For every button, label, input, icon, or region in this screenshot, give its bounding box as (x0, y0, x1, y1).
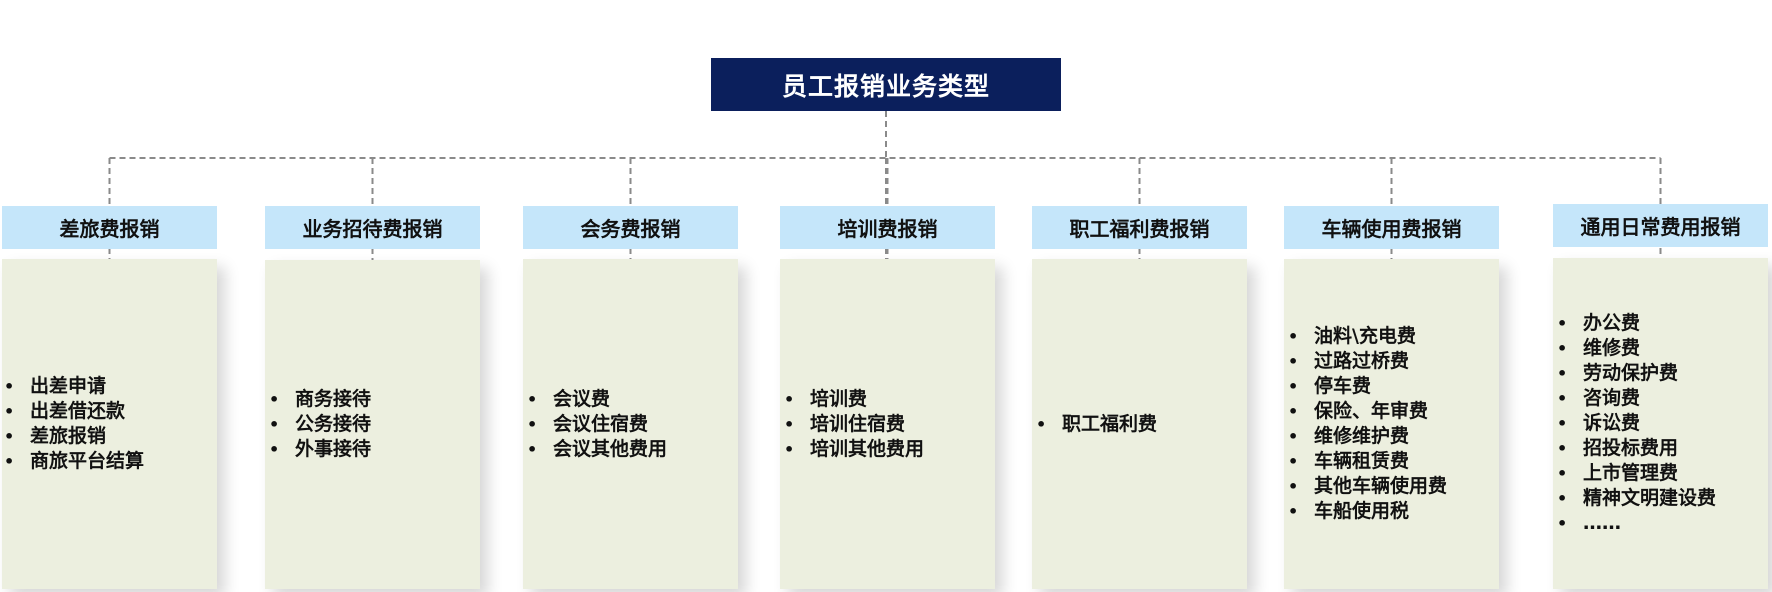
list-item: 职工福利费 (1036, 412, 1247, 437)
list-item: 维修维护费 (1288, 424, 1499, 449)
list-item: 油料\充电费 (1288, 324, 1499, 349)
list-item: 差旅报销 (4, 424, 217, 449)
category-item-list: 职工福利费 (1032, 412, 1247, 437)
category-body-7: 办公费维修费劳动保护费咨询费诉讼费招投标费用上市管理费精神文明建设费…… (1553, 258, 1768, 589)
list-item: 会议其他费用 (527, 437, 738, 462)
list-item: 停车费 (1288, 374, 1499, 399)
list-item: 上市管理费 (1557, 461, 1768, 486)
list-item: 培训费 (784, 387, 995, 412)
category-body-1: 出差申请出差借还款差旅报销商旅平台结算 (2, 259, 217, 589)
list-item: 保险、年审费 (1288, 399, 1499, 424)
list-item: 商旅平台结算 (4, 449, 217, 474)
list-item: 劳动保护费 (1557, 361, 1768, 386)
category-body-3: 会议费会议住宿费会议其他费用 (523, 259, 738, 589)
list-item: 其他车辆使用费 (1288, 474, 1499, 499)
list-item: 出差申请 (4, 374, 217, 399)
list-item: 商务接待 (269, 387, 480, 412)
list-item: 诉讼费 (1557, 411, 1768, 436)
list-item: 培训住宿费 (784, 412, 995, 437)
list-item: 招投标费用 (1557, 436, 1768, 461)
list-item: 培训其他费用 (784, 437, 995, 462)
category-body-4: 培训费培训住宿费培训其他费用 (780, 259, 995, 589)
list-item: 咨询费 (1557, 386, 1768, 411)
category-header-2: 业务招待费报销 (265, 206, 480, 249)
category-item-list: 出差申请出差借还款差旅报销商旅平台结算 (2, 374, 217, 474)
category-header-1: 差旅费报销 (2, 206, 217, 249)
category-item-list: 培训费培训住宿费培训其他费用 (780, 387, 995, 462)
list-item: 会议费 (527, 387, 738, 412)
list-item: 车船使用税 (1288, 499, 1499, 524)
category-header-4: 培训费报销 (780, 206, 995, 249)
list-item: 精神文明建设费 (1557, 486, 1768, 511)
category-header-3: 会务费报销 (523, 206, 738, 249)
category-item-list: 商务接待公务接待外事接待 (265, 387, 480, 462)
category-body-2: 商务接待公务接待外事接待 (265, 260, 480, 589)
list-item: …… (1557, 511, 1768, 536)
list-item: 出差借还款 (4, 399, 217, 424)
category-body-6: 油料\充电费过路过桥费停车费保险、年审费维修维护费车辆租赁费其他车辆使用费车船使… (1284, 259, 1499, 589)
list-item: 外事接待 (269, 437, 480, 462)
list-item: 维修费 (1557, 336, 1768, 361)
category-header-5: 职工福利费报销 (1032, 206, 1247, 249)
category-item-list: 油料\充电费过路过桥费停车费保险、年审费维修维护费车辆租赁费其他车辆使用费车船使… (1284, 324, 1499, 524)
list-item: 公务接待 (269, 412, 480, 437)
category-item-list: 会议费会议住宿费会议其他费用 (523, 387, 738, 462)
category-item-list: 办公费维修费劳动保护费咨询费诉讼费招投标费用上市管理费精神文明建设费…… (1553, 311, 1768, 536)
root-label: 员工报销业务类型 (781, 71, 990, 101)
category-header-7: 通用日常费用报销 (1553, 204, 1768, 247)
list-item: 办公费 (1557, 311, 1768, 336)
list-item: 过路过桥费 (1288, 349, 1499, 374)
list-item: 会议住宿费 (527, 412, 738, 437)
category-body-5: 职工福利费 (1032, 259, 1247, 589)
root-node: 员工报销业务类型 (711, 58, 1061, 111)
list-item: 车辆租赁费 (1288, 449, 1499, 474)
category-header-6: 车辆使用费报销 (1284, 206, 1499, 249)
